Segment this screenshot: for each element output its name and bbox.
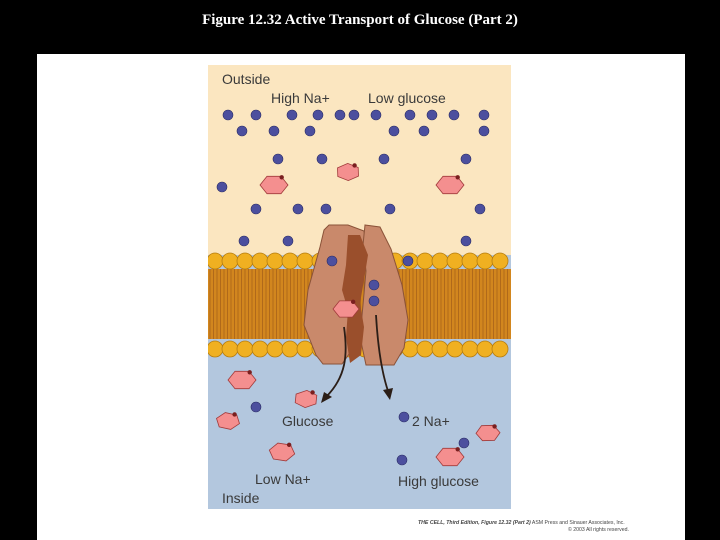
lipid-head-bottom	[446, 340, 464, 358]
sodium-ion	[384, 203, 396, 215]
label-high-na: High Na+	[271, 90, 330, 106]
outside-region	[208, 65, 511, 255]
label-2-na: 2 Na+	[412, 413, 450, 429]
credit-line: THE CELL, Third Edition, Figure 12.32 (P…	[418, 520, 680, 534]
lipid-head-bottom	[416, 340, 434, 358]
sodium-ion	[238, 235, 250, 247]
sodium-ion	[286, 109, 298, 121]
glucose-molecule	[435, 447, 465, 467]
glucose-molecule	[268, 442, 296, 462]
sodium-ion	[236, 125, 248, 137]
label-low-na: Low Na+	[255, 471, 311, 487]
lipid-head-top	[221, 252, 239, 270]
sodium-ion	[250, 109, 262, 121]
lipid-head-bottom	[296, 340, 314, 358]
transporter-right-subunit	[359, 224, 409, 366]
sodium-ion	[282, 235, 294, 247]
label-glucose: Glucose	[282, 413, 334, 429]
diagram-labels: Outside High Na+ Low glucose Glucose 2 N…	[222, 71, 479, 506]
sodium-ion	[418, 125, 430, 137]
credit-publisher: ASM Press and Sinauer Associates, Inc.	[531, 520, 625, 526]
sodium-ion	[222, 109, 234, 121]
label-high-glucose: High glucose	[398, 473, 479, 489]
sodium-ion	[378, 153, 390, 165]
sodium-flow-arrow	[375, 314, 389, 392]
credit-figure: Figure 12.32 (Part 2)	[481, 520, 531, 526]
sodium-ion	[458, 437, 470, 449]
sodium-ion	[348, 109, 360, 121]
label-outside: Outside	[222, 71, 270, 87]
sodium-ion	[388, 125, 400, 137]
lipid-head-top	[208, 252, 224, 270]
label-low-glucose: Low glucose	[368, 90, 446, 106]
lipid-head-bottom	[281, 340, 299, 358]
lipid-head-bottom	[208, 340, 224, 358]
sodium-flow-arrowhead	[383, 388, 393, 400]
glucose-molecule	[475, 424, 501, 442]
sodium-ion	[368, 279, 380, 291]
sodium-ion	[268, 125, 280, 137]
glucose-molecule	[435, 175, 465, 195]
lipid-head-top	[461, 252, 479, 270]
sodium-ion	[370, 109, 382, 121]
lipid-head-top	[236, 252, 254, 270]
sodium-ion	[334, 109, 346, 121]
transport-diagram: Outside High Na+ Low glucose Glucose 2 N…	[208, 65, 511, 509]
sodium-ion	[216, 181, 228, 193]
glucose-molecule	[337, 162, 359, 182]
sodium-ion	[478, 109, 490, 121]
glucose-molecule	[227, 370, 257, 390]
sodium-ion	[478, 125, 490, 137]
molecules	[216, 109, 501, 467]
sodium-ion	[312, 109, 324, 121]
lipid-head-top	[446, 252, 464, 270]
lipid-head-top	[476, 252, 494, 270]
slide-title: Figure 12.32 Active Transport of Glucose…	[202, 12, 518, 28]
sodium-ion	[368, 295, 380, 307]
lipid-head-top	[416, 252, 434, 270]
sodium-ion	[448, 109, 460, 121]
lipid-head-top	[431, 252, 449, 270]
credit-rights: © 2003 All rights reserved.	[568, 527, 629, 533]
sodium-ion	[474, 203, 486, 215]
lipid-head-bottom	[251, 340, 269, 358]
lipid-head-bottom	[461, 340, 479, 358]
glucose-flow-arrowhead	[321, 392, 332, 403]
sodium-ion	[404, 109, 416, 121]
lipid-head-top	[251, 252, 269, 270]
lipid-head-bottom	[236, 340, 254, 358]
lipid-head-top	[491, 252, 509, 270]
lipid-head-bottom	[476, 340, 494, 358]
sodium-ion	[292, 203, 304, 215]
label-inside: Inside	[222, 490, 260, 506]
sodium-ion	[398, 411, 410, 423]
lipid-head-top	[266, 252, 284, 270]
lipid-head-top	[296, 252, 314, 270]
transporter-channel	[342, 235, 368, 363]
sodium-ion	[426, 109, 438, 121]
sodium-ion	[320, 203, 332, 215]
sodium-ion	[304, 125, 316, 137]
sodium-ion	[250, 401, 262, 413]
sodium-ion	[460, 153, 472, 165]
lipid-head-bottom	[221, 340, 239, 358]
lipid-head-bottom	[491, 340, 509, 358]
sodium-ion	[460, 235, 472, 247]
lipid-head-top	[281, 252, 299, 270]
glucose-molecule	[259, 175, 289, 195]
glucose-molecule	[294, 389, 318, 409]
credit-book: THE CELL, Third Edition,	[418, 520, 480, 526]
sodium-ion	[402, 255, 414, 267]
sodium-ion	[250, 203, 262, 215]
sodium-ion	[272, 153, 284, 165]
sodium-ion	[316, 153, 328, 165]
lipid-head-bottom	[431, 340, 449, 358]
transporter-protein	[303, 224, 409, 403]
glucose-flow-arrow	[325, 326, 347, 398]
glucose-molecule	[216, 412, 240, 430]
glucose-molecule	[332, 299, 360, 318]
sodium-ion	[326, 255, 338, 267]
lipid-head-bottom	[266, 340, 284, 358]
sodium-ion	[396, 454, 408, 466]
